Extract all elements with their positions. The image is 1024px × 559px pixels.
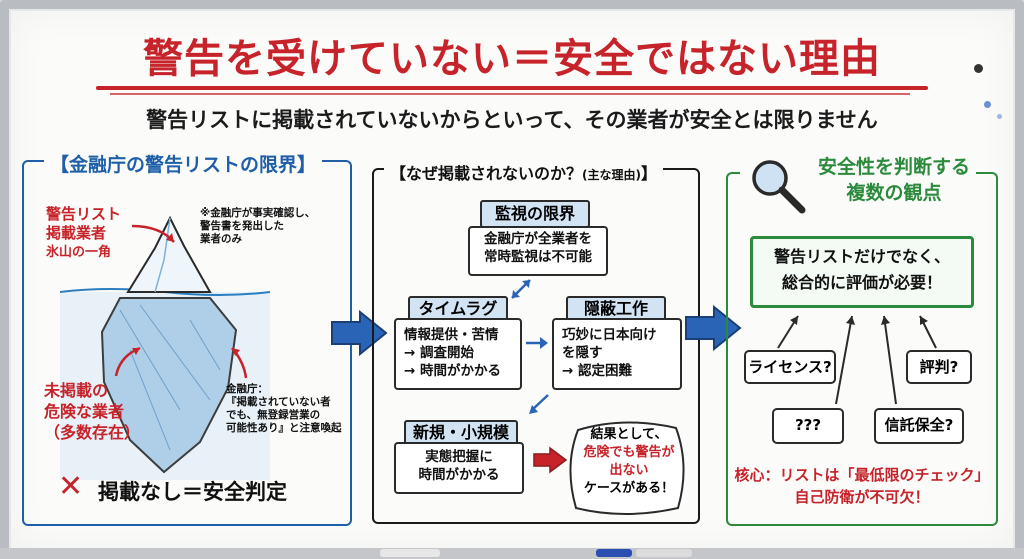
iceberg-illustration [60, 215, 270, 480]
double-arrow-icon [511, 279, 531, 299]
timelag-text: 情報提供・苦情 [404, 327, 499, 343]
conclusion-text: 警告リストだけでなく、 [773, 247, 950, 266]
result-text-highlight: 危険でも警告が [583, 445, 675, 460]
left-panel-header: 【金融庁の警告リストの限界】 [44, 150, 323, 177]
conceal-text: を隠す [562, 345, 603, 361]
subtitle: 警告リストに掲載されていないからといって、その業者が安全とは限りません [146, 108, 878, 132]
timelag-text: → 調査開始 [404, 345, 475, 361]
unlisted-label: （多数存在） [44, 423, 141, 442]
note-bottom: 金融庁： [226, 383, 268, 395]
monitoring-title: 監視の限界 [480, 200, 590, 228]
result-text-highlight: 出ない [609, 463, 649, 478]
perspective-arrows [777, 315, 937, 405]
new-small-text: 実態把握に [425, 449, 493, 465]
eraser [380, 549, 440, 557]
result-text: 結果として、 [590, 427, 668, 442]
timelag-title: タイムラグ [408, 296, 508, 322]
middle-header-end: 】 [641, 164, 658, 183]
result-text: ケースがある！ [583, 481, 675, 496]
magnet-dot [984, 101, 991, 108]
magnet-dot [974, 64, 983, 73]
chip-unknown: ??? [772, 408, 844, 444]
arrow-icon [529, 394, 549, 414]
title-underline [96, 86, 928, 90]
unlisted-label: 危険な業者 [44, 402, 125, 421]
middle-panel-header: 【なぜ掲載されないのか？(主な理由)】 [384, 160, 664, 184]
new-small-text: 時間がかかる [418, 467, 500, 483]
title-underline [110, 93, 910, 95]
chip-trust: 信託保全? [874, 408, 964, 444]
note-top: 警告書を発出した [200, 220, 284, 232]
core-message: 自己防衛が不可欠！ [794, 488, 930, 506]
conclusion-box [750, 236, 974, 308]
note-bottom: 可能性あり』と注意喚起 [226, 422, 342, 434]
right-panel-header: 複数の観点 [846, 182, 942, 204]
red-arrow-icon [533, 446, 568, 474]
note-bottom: 『掲載されていない者 [226, 396, 331, 408]
chip-reputation: 評判? [906, 350, 972, 384]
chip-license: ライセンス? [744, 350, 836, 384]
blue-marker [596, 549, 632, 557]
magnet-dot [997, 114, 1002, 119]
right-panel-header: 安全性を判断する [818, 156, 971, 178]
note-bottom: でも、無登録営業の [226, 409, 321, 421]
listed-label: 警告リスト [46, 205, 122, 223]
wrong-judgement-text: 掲載なし＝安全判定 [98, 480, 287, 504]
conclusion-text: 総合的に評価が必要！ [781, 273, 942, 292]
timelag-text: → 時間がかかる [404, 363, 502, 379]
white-marker [636, 549, 692, 557]
cross-icon: ✕ [58, 469, 84, 504]
core-message: 核心：リストは「最低限のチェック」 [734, 466, 990, 484]
result-bubble [569, 421, 685, 515]
magnifier-icon [752, 160, 806, 214]
listed-label: 掲載業者 [46, 224, 107, 242]
page-title: 警告を受けていない＝安全ではない理由 [143, 36, 881, 82]
listed-label: 氷山の一角 [46, 245, 112, 260]
unlisted-label: 未掲載の [44, 381, 109, 400]
pointer-arrow-icon [231, 347, 248, 379]
conceal-title: 隠蔽工作 [566, 296, 666, 322]
arrow-icon [526, 337, 548, 349]
monitoring-text: 金融庁が全業者を [484, 231, 592, 247]
middle-header-main: 【なぜ掲載されないのか？ [390, 164, 583, 183]
marker-tray [0, 548, 1024, 559]
pointer-arrow-icon [114, 346, 141, 377]
conceal-text: → 認定困難 [562, 363, 633, 379]
monitoring-text: 常時監視は不可能 [484, 249, 592, 265]
note-top: 業者のみ [200, 233, 242, 245]
middle-header-small: (主な理由) [582, 168, 641, 182]
note-top: ※金融庁が事実確認し、 [200, 207, 316, 219]
conceal-text: 巧妙に日本向け [562, 327, 657, 343]
pointer-arrow-icon [131, 224, 175, 243]
